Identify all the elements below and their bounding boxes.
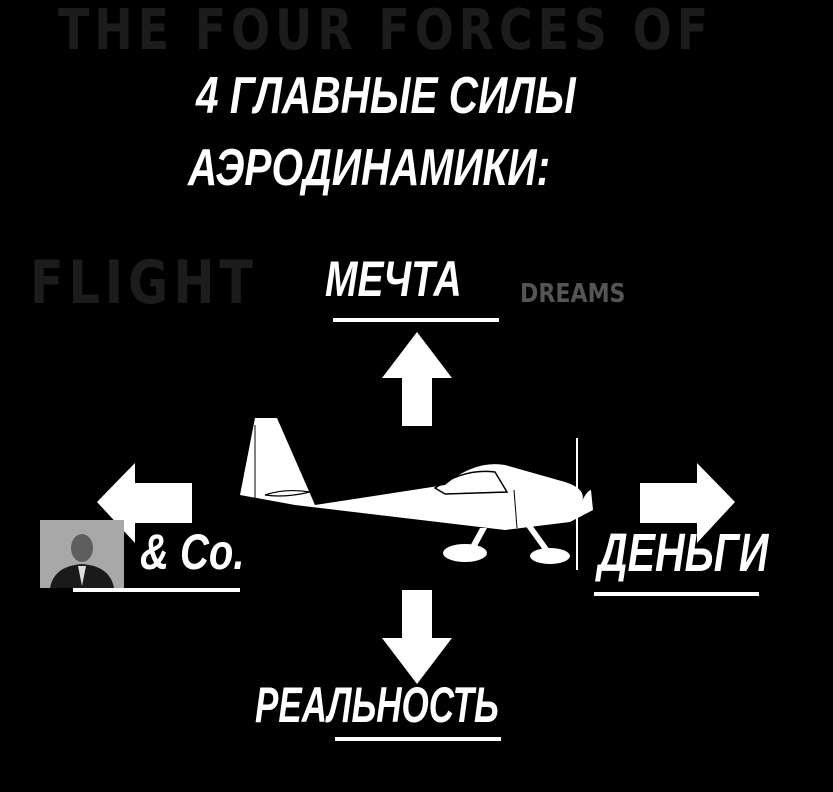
force-label-left: & Co.	[140, 524, 245, 580]
force-label-up: МЕЧТА	[325, 251, 462, 307]
arrow-down-icon	[382, 590, 452, 684]
airplane-icon	[240, 418, 593, 570]
title-line1: 4 ГЛАВНЫЕ СИЛЫ	[196, 67, 576, 125]
arrow-up-icon	[382, 332, 452, 426]
underline-up	[333, 318, 499, 322]
person-photo	[40, 520, 124, 588]
background-title-line2: FLIGHT	[30, 248, 258, 318]
force-label-down: РЕАЛЬНОСТЬ	[255, 677, 499, 733]
underline-right	[594, 592, 759, 596]
title-line2: АЭРОДИНАМИКИ:	[188, 139, 551, 197]
underline-left	[73, 588, 240, 592]
underline-down	[335, 737, 501, 741]
background-title-line1: THE FOUR FORCES OF	[58, 0, 714, 63]
force-label-right: ДЕНЬГИ	[598, 523, 769, 583]
background-dreams-text: DREAMS	[520, 279, 626, 309]
arrow-right-icon	[640, 463, 735, 543]
